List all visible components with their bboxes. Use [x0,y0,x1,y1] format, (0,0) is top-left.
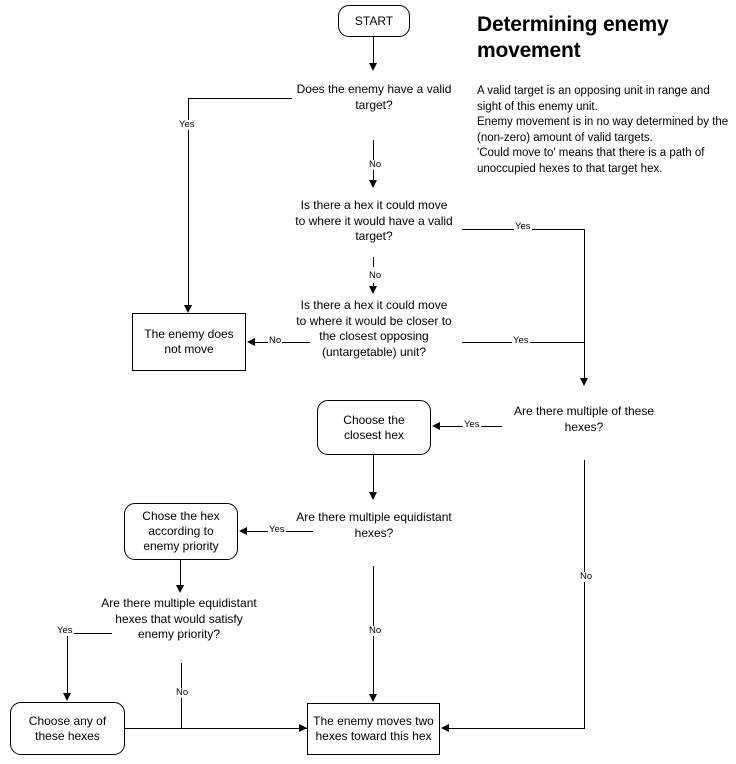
node-choose-any-hex[interactable]: Choose any of these hexes [10,702,125,755]
edge-choose-priority-to-decision [180,560,182,590]
explanatory-note: A valid target is an opposing unit in ra… [477,85,729,175]
arrowhead-right-move-two-left [299,724,307,732]
decision-multiple-equidistant-hexes[interactable]: Are there multiple equidistant hexes? [296,510,452,540]
node-start[interactable]: START [338,5,410,37]
decision-hex-with-valid-target[interactable]: Is there a hex it could move to where it… [295,198,453,243]
arrowhead-down-valid-target [369,63,377,71]
decision-hex-closer-to-opposing[interactable]: Is there a hex it could move to where it… [296,298,452,359]
edge-multiple-hexes-no-vertical [584,460,586,729]
edge-label-hex-valid-target-no: No [368,270,383,281]
arrowhead-left-choose-closest [432,422,440,430]
arrowhead-down-hex-closer [369,286,377,294]
node-enemy-does-not-move[interactable]: The enemy does not move [132,313,246,371]
arrowhead-down-hex-valid-target [369,180,377,188]
node-enemy-moves-two-hexes[interactable]: The enemy moves two hexes toward this he… [307,703,440,755]
edge-label-valid-target-yes: Yes [178,119,196,130]
page-title: Determining enemy movement [477,13,669,63]
edge-label-valid-target-no: No [368,159,383,170]
arrowhead-down-no-move-top [184,305,192,313]
edge-label-hex-closer-yes: Yes [512,335,530,346]
decision-valid-target[interactable]: Does the enemy have a valid target? [296,82,452,112]
node-chose-hex-by-priority[interactable]: Chose the hex according to enemy priorit… [124,503,238,560]
arrowhead-left-choose-priority [239,527,247,535]
arrowhead-left-no-move [247,338,255,346]
edge-multiple-priority-yes-vertical [67,633,69,695]
edge-choose-any-to-move-two [125,728,307,730]
edge-label-hex-valid-target-yes: Yes [514,221,532,232]
edge-right-rail-to-multiple-hexes [584,229,586,381]
decision-multiple-equidistant-priority[interactable]: Are there multiple equidistant hexes tha… [101,596,257,641]
edge-label-multiple-equidistant-yes: Yes [268,524,286,535]
edge-label-multiple-hexes-no: No [579,571,594,582]
edge-valid-target-yes-vertical [188,98,190,308]
edge-label-multiple-priority-yes: Yes [56,625,74,636]
arrowhead-down-multiple-hexes [580,378,588,386]
edge-valid-target-yes-horizontal [188,98,292,100]
edge-label-multiple-hexes-yes: Yes [463,419,481,430]
decision-multiple-of-these-hexes[interactable]: Are there multiple of these hexes? [513,404,655,434]
edge-hex-closer-no-horizontal [255,342,310,344]
edge-label-hex-closer-no: No [268,335,283,346]
arrowhead-down-move-two-top [369,694,377,702]
edge-label-multiple-priority-no: No [175,687,190,698]
arrowhead-left-move-two-right [441,724,449,732]
edge-multiple-hexes-no-horizontal [449,728,585,730]
arrowhead-down-choose-any [63,693,71,701]
edge-multiple-priority-yes-horizontal [67,633,112,635]
node-choose-closest-hex[interactable]: Choose the closest hex [317,400,431,455]
edge-label-multiple-equidistant-no: No [368,625,383,636]
edge-choose-closest-to-multiple-equidistant [373,455,375,495]
arrowhead-down-multiple-priority [176,585,184,593]
edge-hex-valid-target-no-stub [373,257,375,267]
edge-start-to-valid-target [373,37,375,65]
arrowhead-down-multiple-equidistant [369,492,377,500]
